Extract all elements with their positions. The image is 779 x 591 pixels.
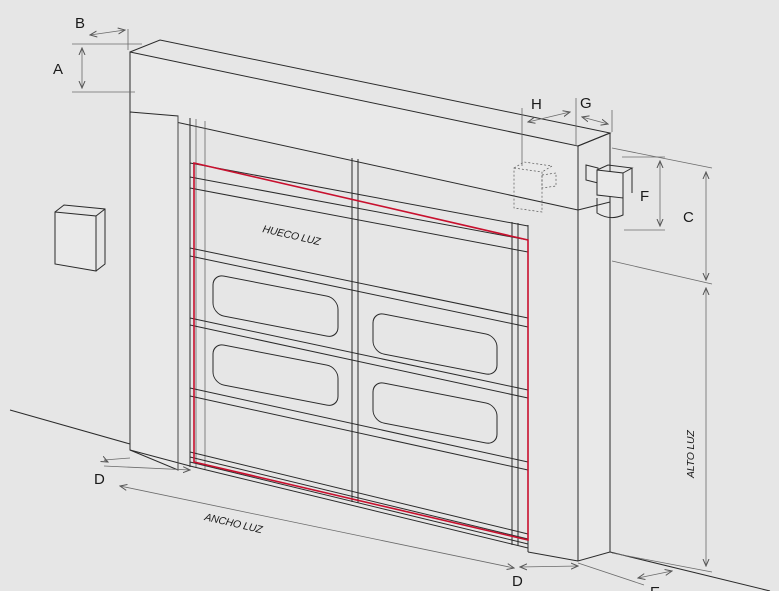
lintel <box>129 39 612 211</box>
motor-housing <box>585 164 634 219</box>
door-curtain <box>189 158 529 552</box>
alto-luz-label: ALTO LUZ <box>685 430 697 479</box>
right-pillar <box>527 132 611 562</box>
floor-lines <box>9 409 771 591</box>
vision-windows <box>212 275 498 444</box>
hidden-motor <box>513 161 557 213</box>
label-d-right: D <box>512 573 523 590</box>
hueco-luz-label: HUECO LUZ <box>261 223 322 248</box>
label-f: F <box>640 188 649 205</box>
label-c: C <box>683 209 694 226</box>
clear-opening-outline <box>193 161 529 542</box>
ancho-luz-label: ANCHO LUZ <box>202 511 264 536</box>
label-b: B <box>75 15 85 32</box>
label-a: A <box>53 61 63 78</box>
label-d-left: D <box>94 471 105 488</box>
label-h: H <box>531 96 542 113</box>
dimension-lines <box>72 29 713 586</box>
label-e: E <box>650 584 660 591</box>
control-box <box>54 204 106 272</box>
label-g: G <box>580 95 592 112</box>
left-pillar <box>129 111 206 471</box>
